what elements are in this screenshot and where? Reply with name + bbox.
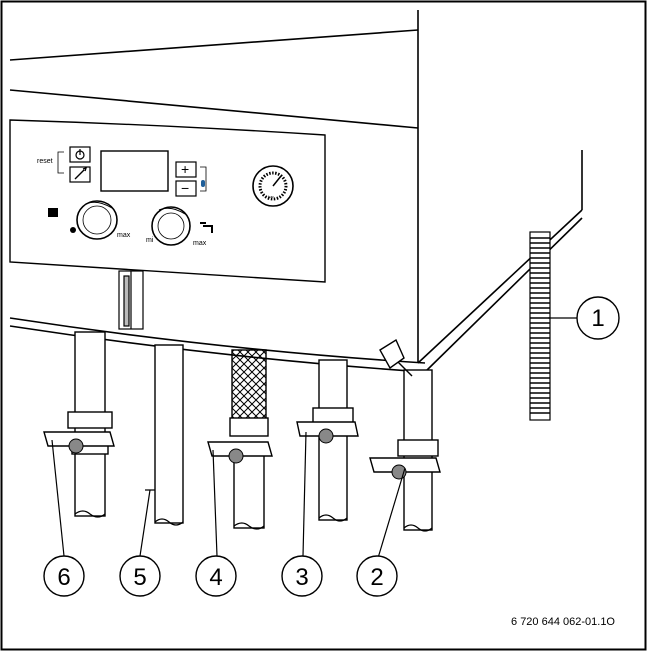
gauge-unit: bar bbox=[268, 194, 274, 199]
radiator-icon bbox=[48, 208, 58, 217]
svg-text:4: 4 bbox=[209, 564, 222, 591]
hot-water-knob-min: mi bbox=[146, 237, 154, 244]
plus-symbol: + bbox=[181, 161, 189, 177]
pipe-3-cut bbox=[318, 514, 348, 522]
pipe-6-cut bbox=[74, 510, 106, 518]
display-screen bbox=[100, 150, 169, 192]
fill-valve-2[interactable] bbox=[379, 338, 413, 377]
pipe-3 bbox=[312, 359, 354, 521]
wrench-icon bbox=[74, 166, 88, 180]
svg-text:5: 5 bbox=[133, 564, 146, 591]
svg-text:1: 1 bbox=[591, 305, 604, 332]
callout-6: 6 bbox=[43, 555, 85, 597]
reset-label: reset bbox=[37, 158, 53, 165]
hot-water-knob[interactable] bbox=[151, 206, 191, 246]
callout-5: 5 bbox=[119, 555, 161, 597]
svg-text:2: 2 bbox=[370, 564, 383, 591]
pipe-2 bbox=[397, 369, 439, 531]
relief-valve-hose bbox=[529, 231, 551, 421]
pipe-4 bbox=[229, 349, 269, 529]
heating-knob-max: max bbox=[117, 232, 131, 239]
hot-water-knob-max: max bbox=[193, 240, 207, 247]
minus-symbol: − bbox=[181, 180, 189, 196]
pipe-2-cut bbox=[403, 524, 433, 532]
pipe-5 bbox=[154, 344, 184, 524]
status-led bbox=[201, 180, 205, 187]
valve-handle-6[interactable] bbox=[43, 431, 115, 454]
valve-handle-3[interactable] bbox=[296, 421, 359, 444]
valve-handle-4[interactable] bbox=[207, 441, 273, 464]
power-icon bbox=[75, 149, 85, 160]
pipe-6 bbox=[67, 331, 113, 517]
callout-3: 3 bbox=[281, 555, 323, 597]
pressure-gauge-icon bbox=[252, 165, 294, 207]
boiler-casing bbox=[9, 10, 583, 373]
callout-leaders bbox=[51, 317, 577, 559]
tap-icon bbox=[200, 222, 213, 233]
heating-knob-marker bbox=[70, 227, 76, 233]
heating-knob[interactable] bbox=[76, 200, 118, 240]
callout-4: 4 bbox=[195, 555, 237, 597]
callout-2: 2 bbox=[356, 555, 398, 597]
figure-reference: 6 720 644 062-01.1O bbox=[511, 616, 615, 628]
minus-button[interactable] bbox=[175, 180, 197, 197]
svg-text:6: 6 bbox=[57, 564, 70, 591]
svg-text:3: 3 bbox=[295, 564, 308, 591]
control-panel: reset + − bar max mi max bbox=[9, 119, 326, 283]
siphon-slot bbox=[118, 270, 144, 330]
plus-button[interactable] bbox=[175, 161, 197, 178]
callout-1: 1 bbox=[576, 296, 620, 340]
pipe-4-cut bbox=[233, 522, 265, 530]
